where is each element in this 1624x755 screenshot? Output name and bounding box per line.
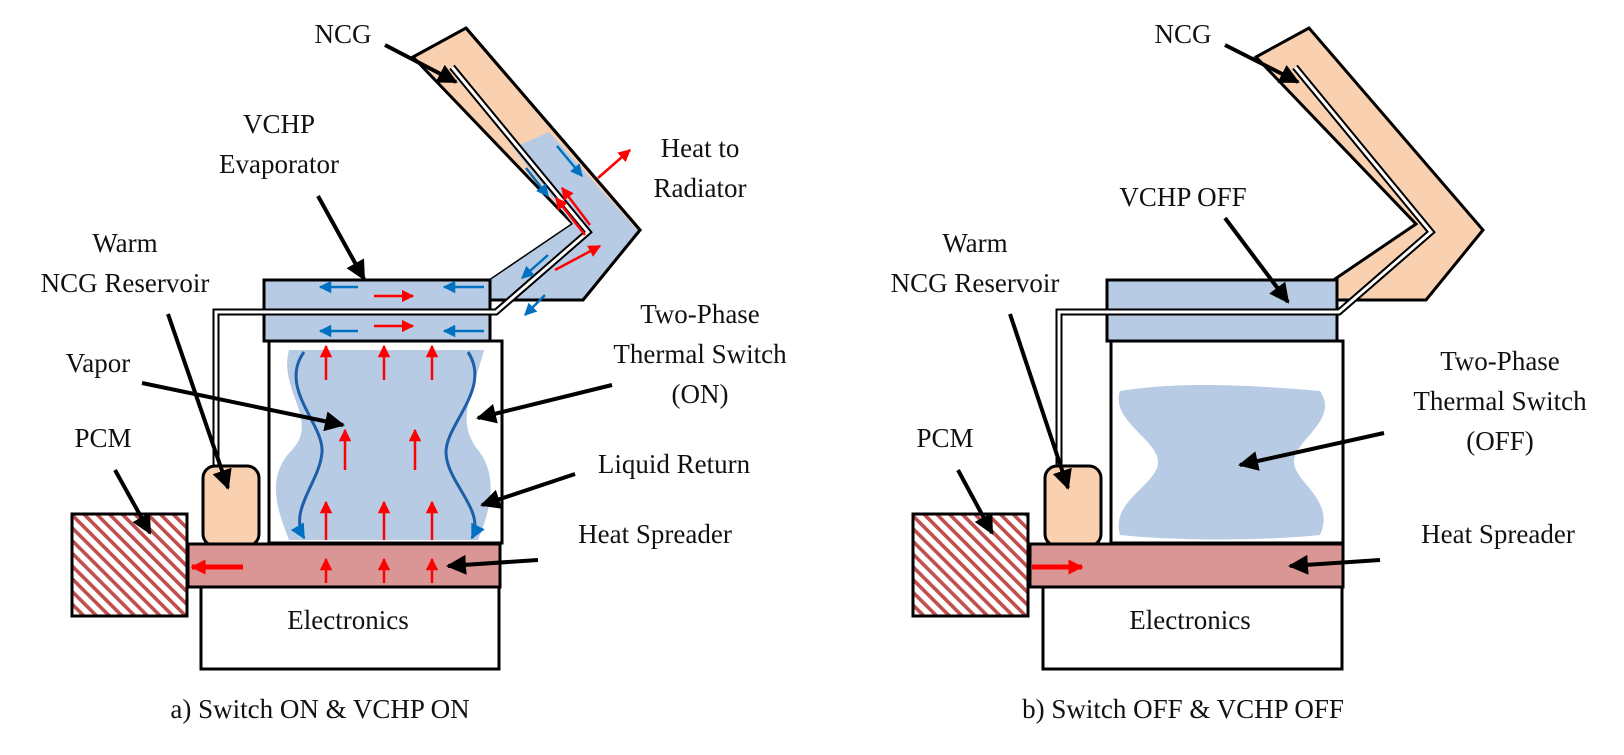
label-warm-line1: Warm (92, 228, 157, 258)
label-pcm: PCM (74, 423, 131, 453)
label-two-phase-line3: (ON) (672, 379, 729, 409)
pcm-block (70, 512, 189, 618)
vapor-region (275, 350, 491, 540)
liquid-return-line-left (290, 351, 324, 540)
label-liquid-return: Liquid Return (598, 449, 751, 479)
label-heat-spreader: Heat Spreader (1421, 519, 1575, 549)
label-vchp-evaporator-line2: Evaporator (219, 149, 339, 179)
label-electronics: Electronics (1129, 605, 1250, 635)
label-ncg-reservoir: NCG Reservoir (41, 268, 210, 298)
label-two-phase-line3: (OFF) (1466, 426, 1534, 456)
label-heat-to-radiator-line1: Heat to (661, 133, 740, 163)
label-electronics: Electronics (287, 605, 408, 635)
warm-ncg-reservoir (1043, 464, 1103, 548)
caption-panel-a: a) Switch ON & VCHP ON (170, 694, 469, 724)
vchp-pipe (1253, 26, 1485, 302)
caption-panel-b: b) Switch OFF & VCHP OFF (1022, 694, 1344, 724)
label-two-phase-line1: Two-Phase (1440, 346, 1560, 376)
label-vchp-evaporator-line1: VCHP (243, 109, 315, 139)
liquid-return-line-right (444, 351, 485, 540)
electronics-block (199, 585, 501, 671)
condensate-flow-arrows (318, 145, 583, 338)
label-two-phase-line2: Thermal Switch (613, 339, 787, 369)
leader-arrows (113, 43, 613, 575)
heat-to-radiator-arrow (597, 149, 631, 179)
label-pcm: PCM (916, 423, 973, 453)
label-two-phase-line1: Two-Phase (640, 299, 760, 329)
label-vchp-off: VCHP OFF (1119, 182, 1246, 212)
vapor-region (1118, 385, 1326, 540)
label-ncg: NCG (314, 19, 371, 49)
label-heat-spreader: Heat Spreader (578, 519, 732, 549)
panel-b: NCG VCHP OFF Warm NCG Reservoir Two-Phas… (891, 19, 1587, 724)
vapor-flow-arrows (319, 187, 602, 583)
warm-ncg-reservoir (201, 464, 261, 548)
electronics-block (1041, 585, 1344, 671)
label-ncg: NCG (1154, 19, 1211, 49)
label-vapor: Vapor (66, 348, 130, 378)
panel-a: NCG VCHP Evaporator Heat to Radiator War… (41, 19, 787, 724)
leader-arrows (956, 43, 1385, 575)
label-heat-to-radiator-line2: Radiator (654, 173, 747, 203)
label-warm-line1: Warm (942, 228, 1007, 258)
label-ncg-reservoir: NCG Reservoir (891, 268, 1060, 298)
vchp-pipe-active-zone (489, 132, 638, 300)
pcm-block (911, 512, 1030, 618)
label-two-phase-line2: Thermal Switch (1413, 386, 1587, 416)
